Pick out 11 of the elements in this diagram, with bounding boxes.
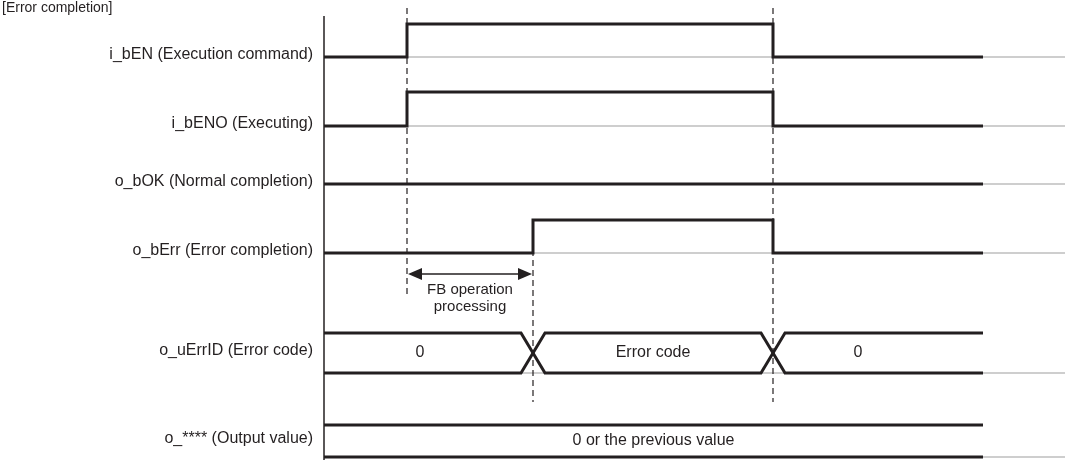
signal-name: o_uErrID (Error code) (159, 342, 313, 358)
signal-name: o_**** (Output value) (164, 430, 313, 446)
bus-value: Error code (615, 344, 691, 360)
bus-value: 0 (415, 344, 425, 360)
bus-value: 0 or the previous value (572, 432, 735, 448)
bus-value: 0 (853, 344, 863, 360)
signal-name: o_bErr (Error completion) (132, 242, 313, 258)
signal-name: o_bOK (Normal completion) (114, 173, 313, 189)
signal-name: i_bEN (Execution command) (109, 46, 313, 62)
diagram-title: [Error completion] (2, 0, 113, 14)
signal-name: i_bENO (Executing) (171, 115, 313, 131)
